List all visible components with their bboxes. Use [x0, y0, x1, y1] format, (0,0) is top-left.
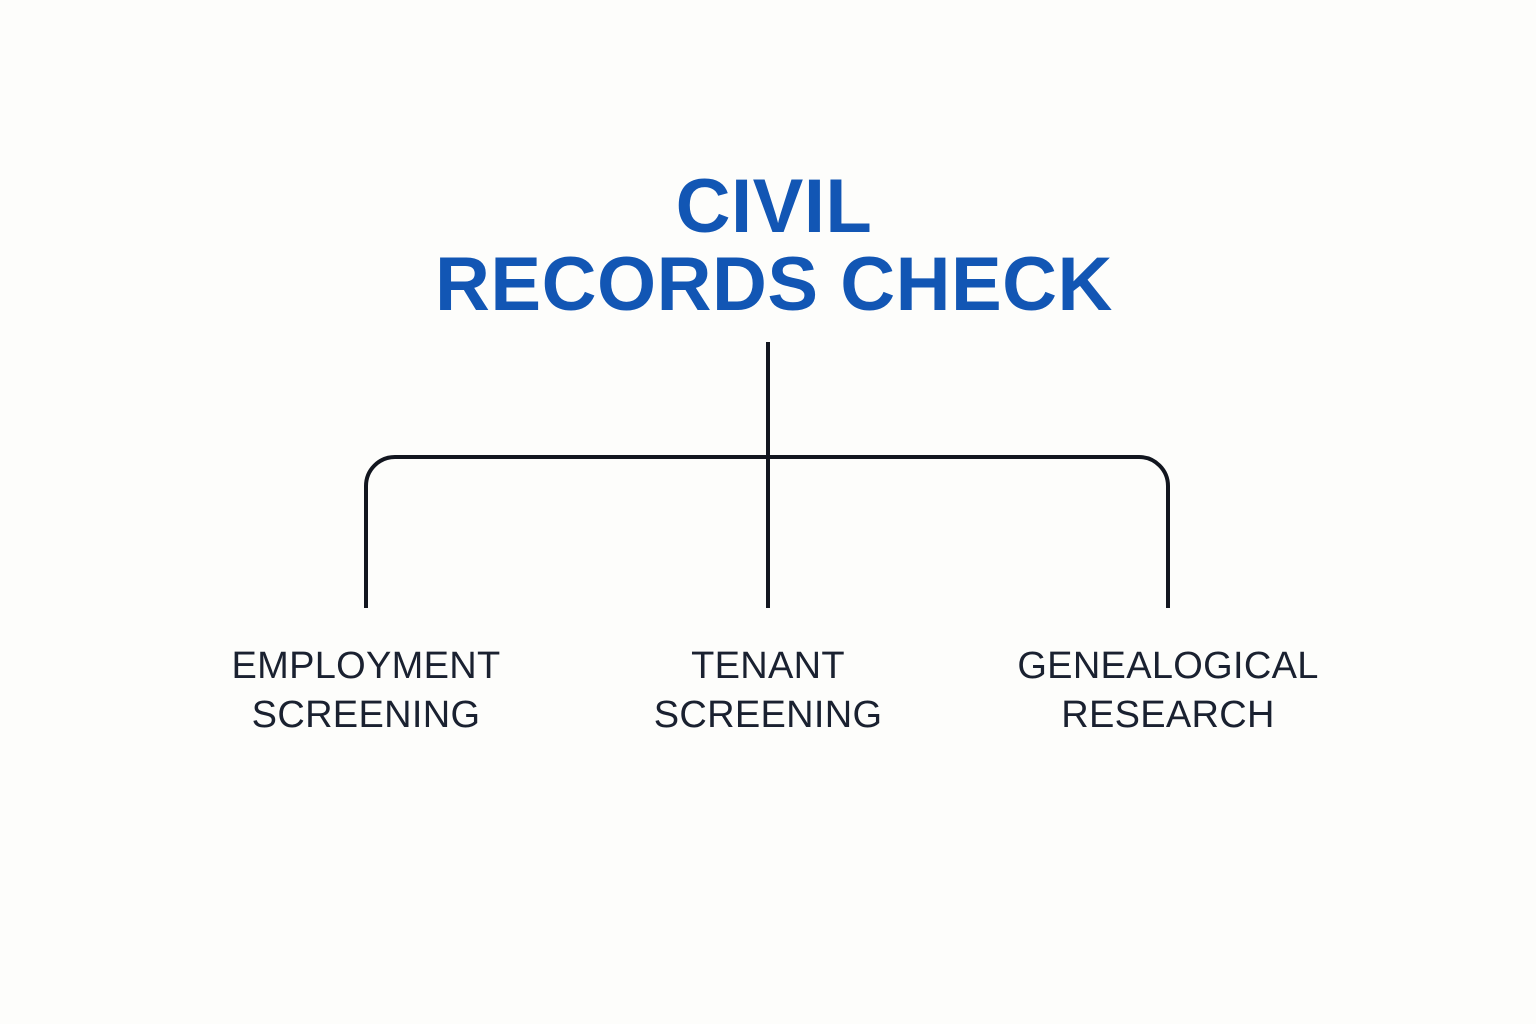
root-title-line-2: RECORDS CHECK	[435, 242, 1113, 327]
connector-left-branch	[364, 455, 768, 608]
connector-right-branch	[768, 455, 1170, 608]
branch-label-line-2: SCREENING	[251, 694, 481, 736]
root-title-line-1: CIVIL	[675, 164, 873, 249]
branch-label-genealogical-research: GENEALOGICAL RESEARCH	[1017, 642, 1318, 740]
branch-label-line-2: RESEARCH	[1061, 694, 1275, 736]
branch-label-line-1: TENANT	[691, 645, 845, 687]
branch-label-line-1: GENEALOGICAL	[1017, 645, 1319, 687]
branch-label-line-2: SCREENING	[653, 694, 883, 736]
root-node-title: CIVIL RECORDS CHECK	[6, 168, 1536, 324]
branch-label-employment-screening: EMPLOYMENT SCREENING	[231, 642, 500, 740]
branch-label-line-1: EMPLOYMENT	[231, 645, 501, 687]
branch-label-tenant-screening: TENANT SCREENING	[654, 642, 883, 740]
